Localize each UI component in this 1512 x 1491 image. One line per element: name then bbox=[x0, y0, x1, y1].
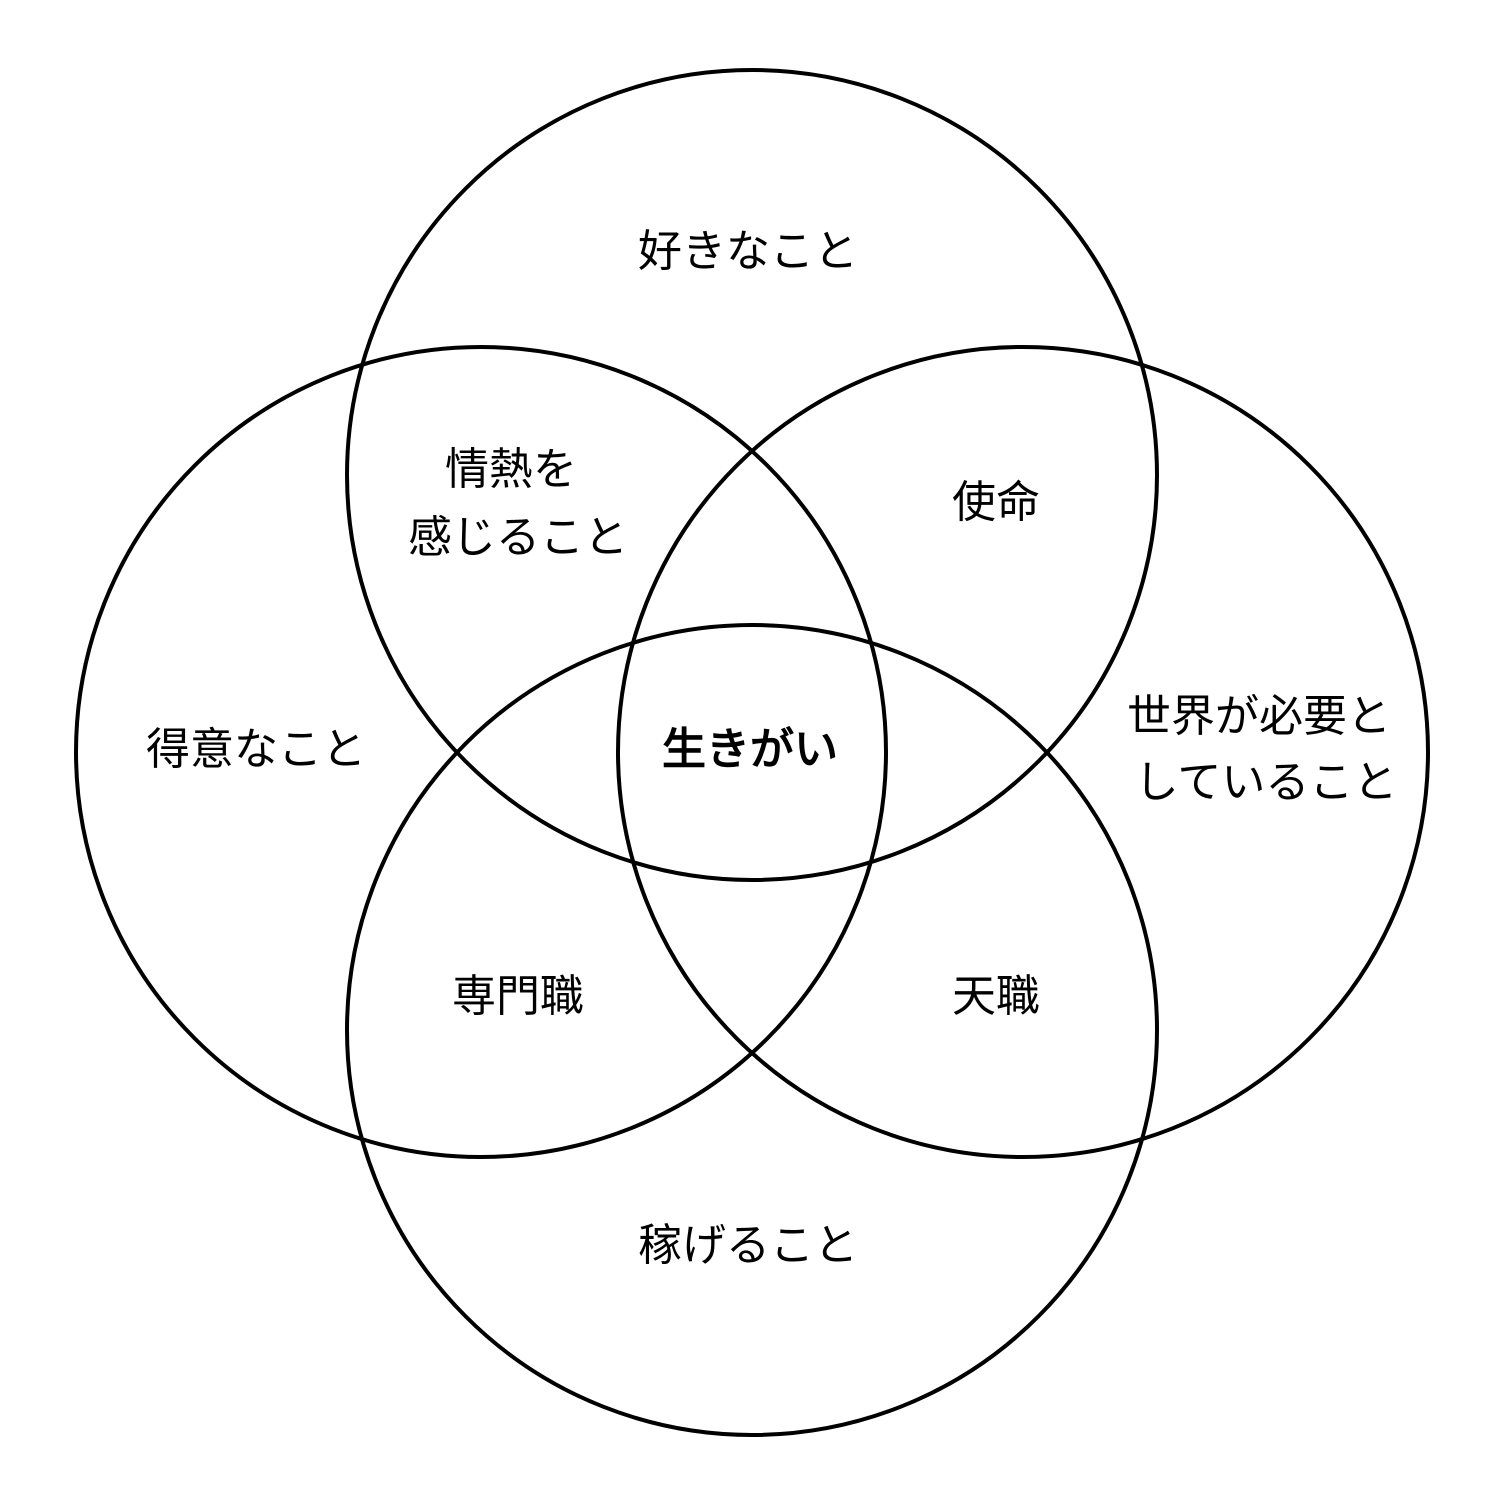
label-vocation: 天職 bbox=[952, 971, 1040, 1022]
label-world-needs-line-2: していること bbox=[1135, 757, 1398, 808]
label-love: 好きなこと bbox=[638, 226, 858, 277]
circle-love bbox=[345, 68, 1159, 882]
circle-paid-for bbox=[345, 623, 1159, 1437]
label-passion-line-2: 感じること bbox=[408, 512, 628, 563]
label-world-needs: 世界が必要と していること bbox=[1127, 691, 1405, 808]
label-world-needs-line-1: 世界が必要と bbox=[1127, 691, 1391, 742]
label-passion-line-1: 情熱を bbox=[445, 444, 577, 495]
label-good-at: 得意なこと bbox=[146, 724, 366, 775]
label-ikigai: 生きがい bbox=[662, 724, 838, 775]
label-mission: 使命 bbox=[952, 477, 1040, 528]
label-profession: 専門職 bbox=[452, 971, 584, 1022]
circle-good-at bbox=[74, 345, 888, 1159]
label-paid-for: 稼げること bbox=[638, 1220, 858, 1271]
circle-world-needs bbox=[616, 345, 1430, 1159]
label-passion: 情熱を 感じること bbox=[408, 444, 628, 563]
